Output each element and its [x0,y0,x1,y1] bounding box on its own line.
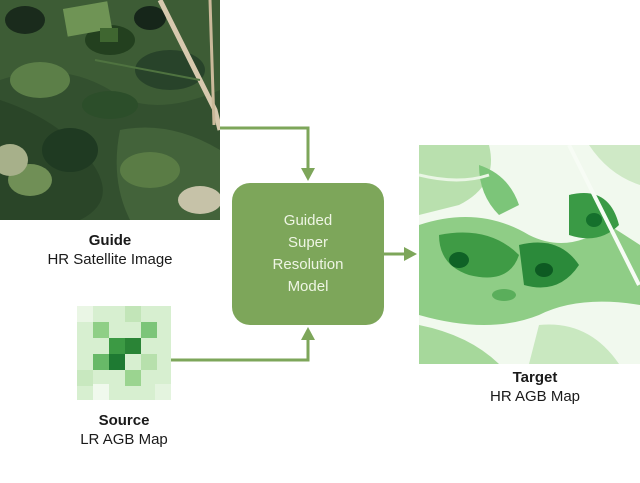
model-label: Guided Super Resolution Model [273,210,344,298]
model-box: Guided Super Resolution Model [232,183,384,325]
target-caption: Target HR AGB Map [460,368,610,406]
source-title: Source [54,411,194,430]
source-to-model-arrow [171,338,308,360]
guide-satellite-image [0,0,220,220]
target-subtitle: HR AGB Map [460,387,610,406]
guide-title: Guide [30,231,190,250]
target-arrowhead [404,247,417,261]
guide-caption: Guide HR Satellite Image [30,231,190,269]
guide-to-model-arrow [220,128,308,170]
source-lr-map [77,306,171,400]
guide-subtitle: HR Satellite Image [30,250,190,269]
guide-arrowhead [301,168,315,181]
source-arrowhead [301,327,315,340]
source-subtitle: LR AGB Map [54,430,194,449]
target-title: Target [460,368,610,387]
target-hr-map [419,145,640,364]
source-caption: Source LR AGB Map [54,411,194,449]
